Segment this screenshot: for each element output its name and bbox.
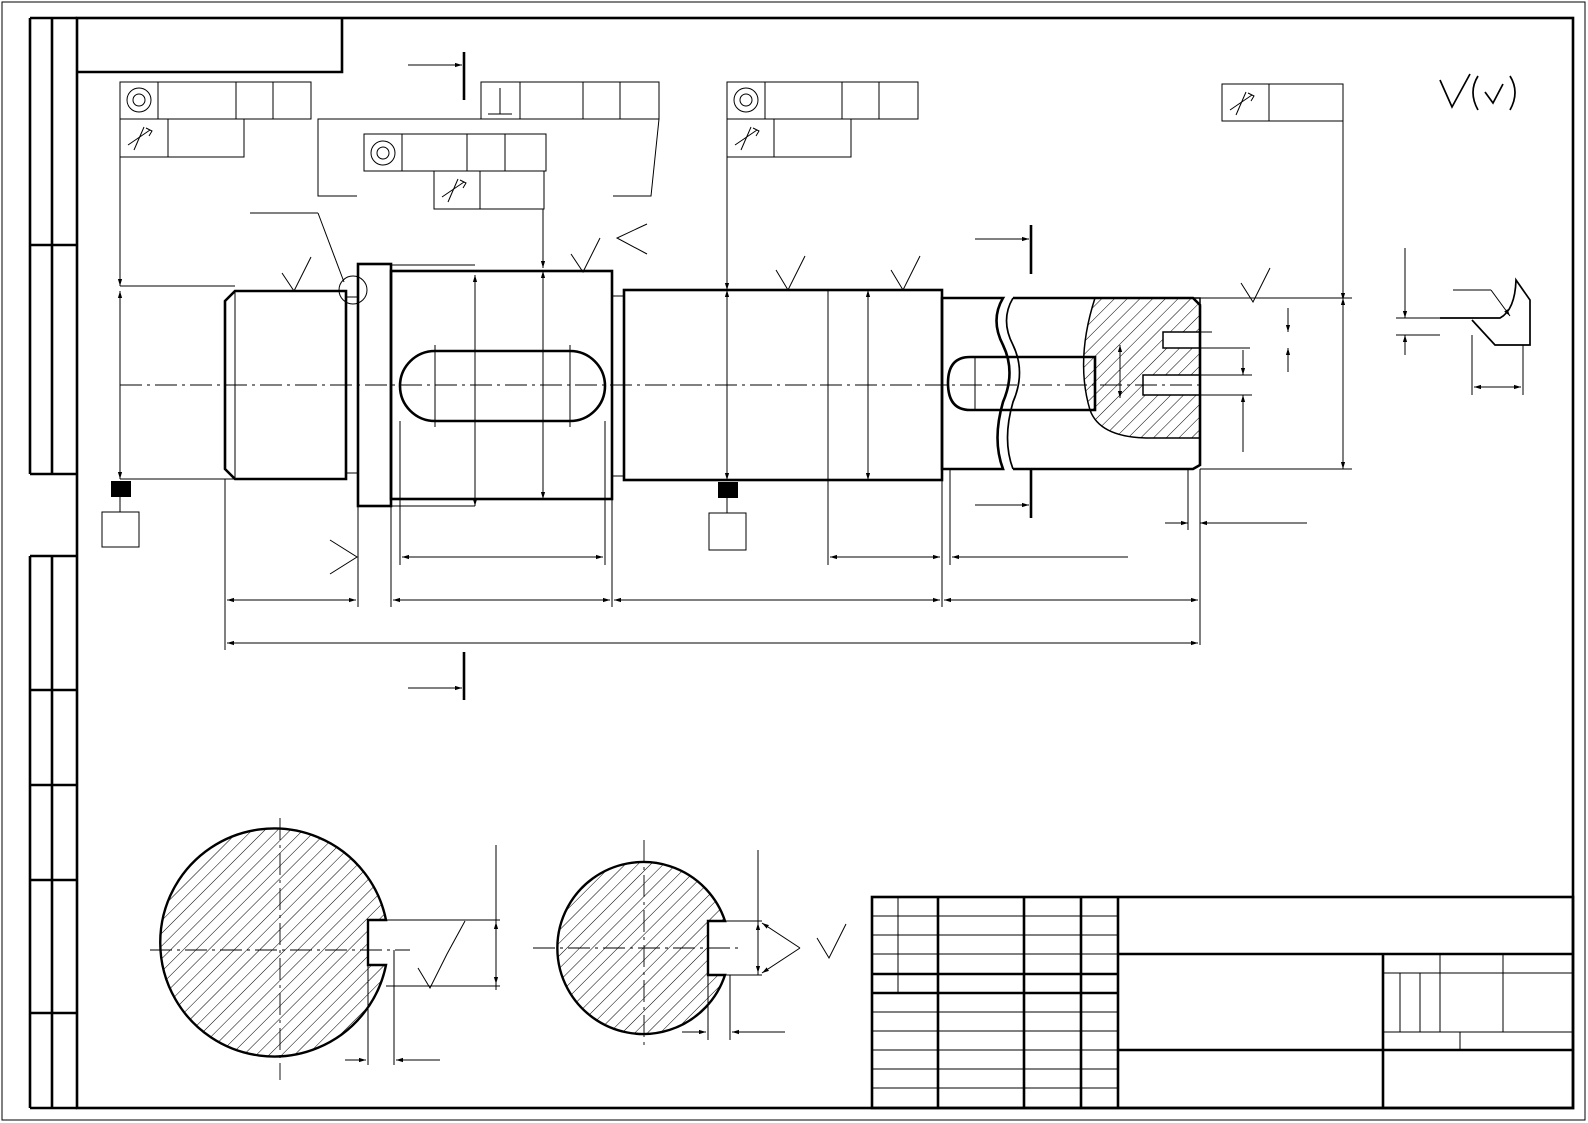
datum-icon: [101, 481, 140, 548]
shaft-main-view: [120, 262, 1252, 508]
runout-icon: [1229, 91, 1255, 116]
section-cut-icon: [408, 52, 1033, 700]
top-left-box: [77, 18, 344, 74]
tolerance-frame-4: [1221, 83, 1346, 300]
left-binding-strip: [28, 16, 77, 1110]
roughness-general-icon: [1439, 73, 1516, 111]
title-block: [870, 895, 1575, 1110]
runout-icon: [441, 178, 467, 203]
detail-view: [1396, 248, 1531, 395]
concentricity-icon: [370, 140, 396, 166]
tolerance-frame-perpendicularity: [317, 81, 660, 197]
tolerance-frame-2: [363, 133, 547, 268]
center-hole-section: [1082, 297, 1201, 439]
tolerance-frame-1: [117, 81, 312, 286]
roughness-icon: [281, 223, 1271, 990]
datum-icon: [708, 482, 747, 551]
concentricity-icon: [733, 87, 759, 113]
section-view-b: [533, 840, 801, 1045]
concentricity-icon: [126, 87, 152, 113]
runout-icon: [734, 126, 760, 151]
perpendicularity-icon: [488, 88, 512, 115]
runout-icon: [127, 126, 153, 151]
section-view-a: [150, 818, 500, 1080]
dimension-lines: [117, 212, 1352, 650]
tolerance-frame-3: [724, 81, 919, 290]
